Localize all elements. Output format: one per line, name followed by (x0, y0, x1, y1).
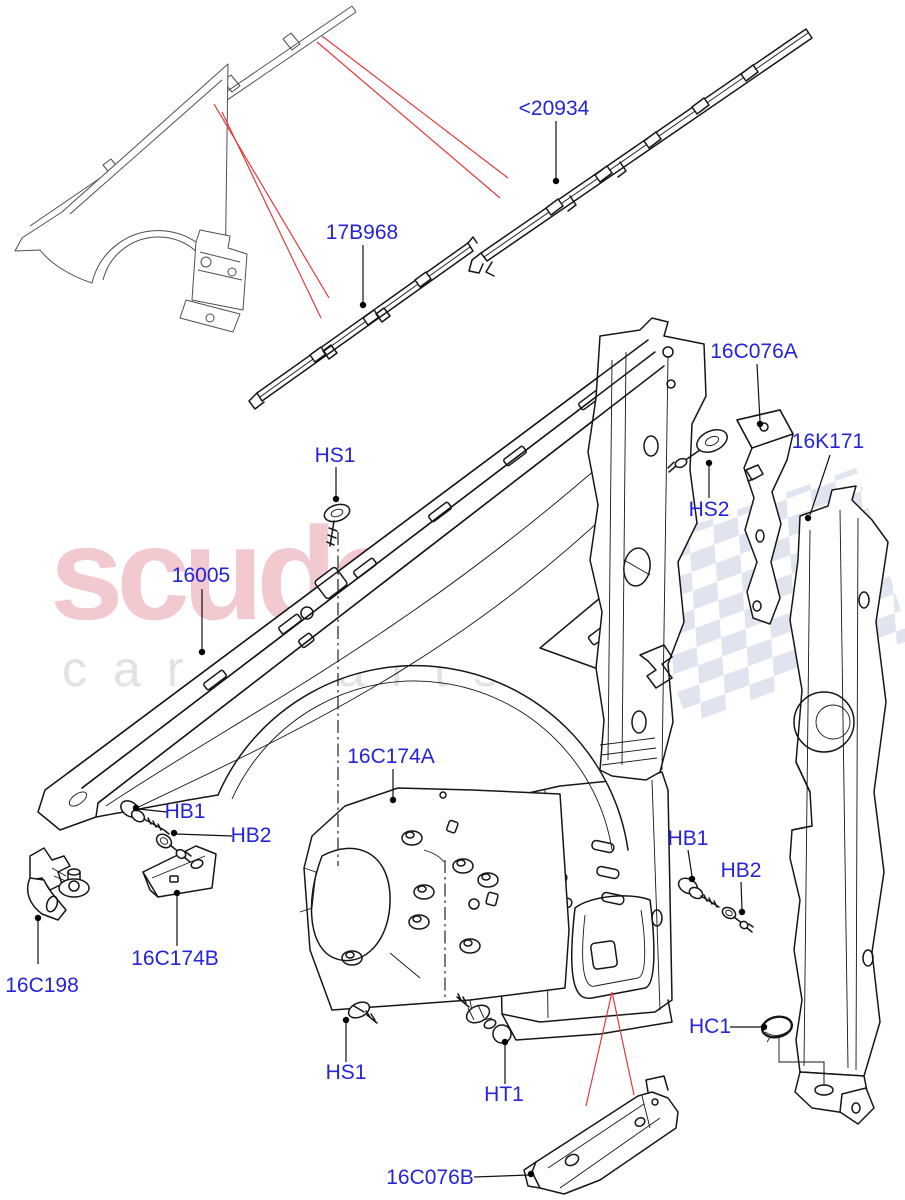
part-16c076b-drawing (523, 1075, 679, 1195)
part-label-hs1-top[interactable]: HS1 (314, 444, 356, 467)
part-label-16005[interactable]: 16005 (171, 564, 231, 587)
fastener-hb1-right-bolt (677, 877, 720, 908)
part-20934-drawing (468, 28, 813, 277)
part-16c174a-drawing (299, 787, 570, 1023)
fastener-hs1-bottom-screw (347, 1001, 378, 1024)
part-label-16c174b[interactable]: 16C174B (131, 947, 219, 970)
fastener-hs2-pin (667, 429, 728, 473)
part-16c198-drawing (26, 847, 90, 921)
part-label-hb2-right[interactable]: HB2 (720, 859, 762, 882)
part-label-hs1-bottom[interactable]: HS1 (325, 1061, 367, 1084)
part-label-16k171[interactable]: 16K171 (791, 430, 865, 453)
fastener-hb1-left-bolt (120, 800, 170, 835)
fender-rail-overlap-lines (67, 339, 665, 804)
fastener-hb2-right-nut (721, 906, 754, 933)
assembly-centerlines (337, 532, 446, 998)
fender-reference-drawing (14, 5, 357, 333)
part-16c174b-drawing (142, 845, 217, 898)
part-label-16c198[interactable]: 16C198 (5, 974, 79, 997)
part-label-17b968[interactable]: 17B968 (325, 221, 399, 244)
part-17b968-drawing (248, 236, 478, 410)
part-label-16c076a[interactable]: 16C076A (710, 340, 798, 363)
part-label-ht1[interactable]: HT1 (484, 1083, 524, 1106)
part-label-hb2-left[interactable]: HB2 (230, 824, 272, 847)
part-16k171-drawing (789, 485, 889, 1125)
dash-panel-upper-drawing (587, 317, 707, 781)
part-label-20934[interactable]: <20934 (518, 97, 590, 120)
part-label-hb1-right[interactable]: HB1 (667, 827, 709, 850)
part-label-hb1-left[interactable]: HB1 (164, 800, 206, 823)
fastener-hc1-grommet (760, 1015, 825, 1084)
part-label-16c174a[interactable]: 16C174A (347, 745, 435, 768)
part-label-hs2[interactable]: HS2 (688, 498, 730, 521)
red-reference-lines-bottom (585, 991, 635, 1107)
part-label-16c076b[interactable]: 16C076B (386, 1166, 474, 1189)
part-label-hc1[interactable]: HC1 (688, 1015, 732, 1038)
part-16c076a-drawing (736, 409, 794, 625)
fastener-hb2-left-nut (155, 833, 192, 863)
red-reference-lines-top (213, 35, 509, 319)
leader-lines (34, 121, 831, 1178)
fastener-hs1-top-screw (323, 503, 351, 547)
